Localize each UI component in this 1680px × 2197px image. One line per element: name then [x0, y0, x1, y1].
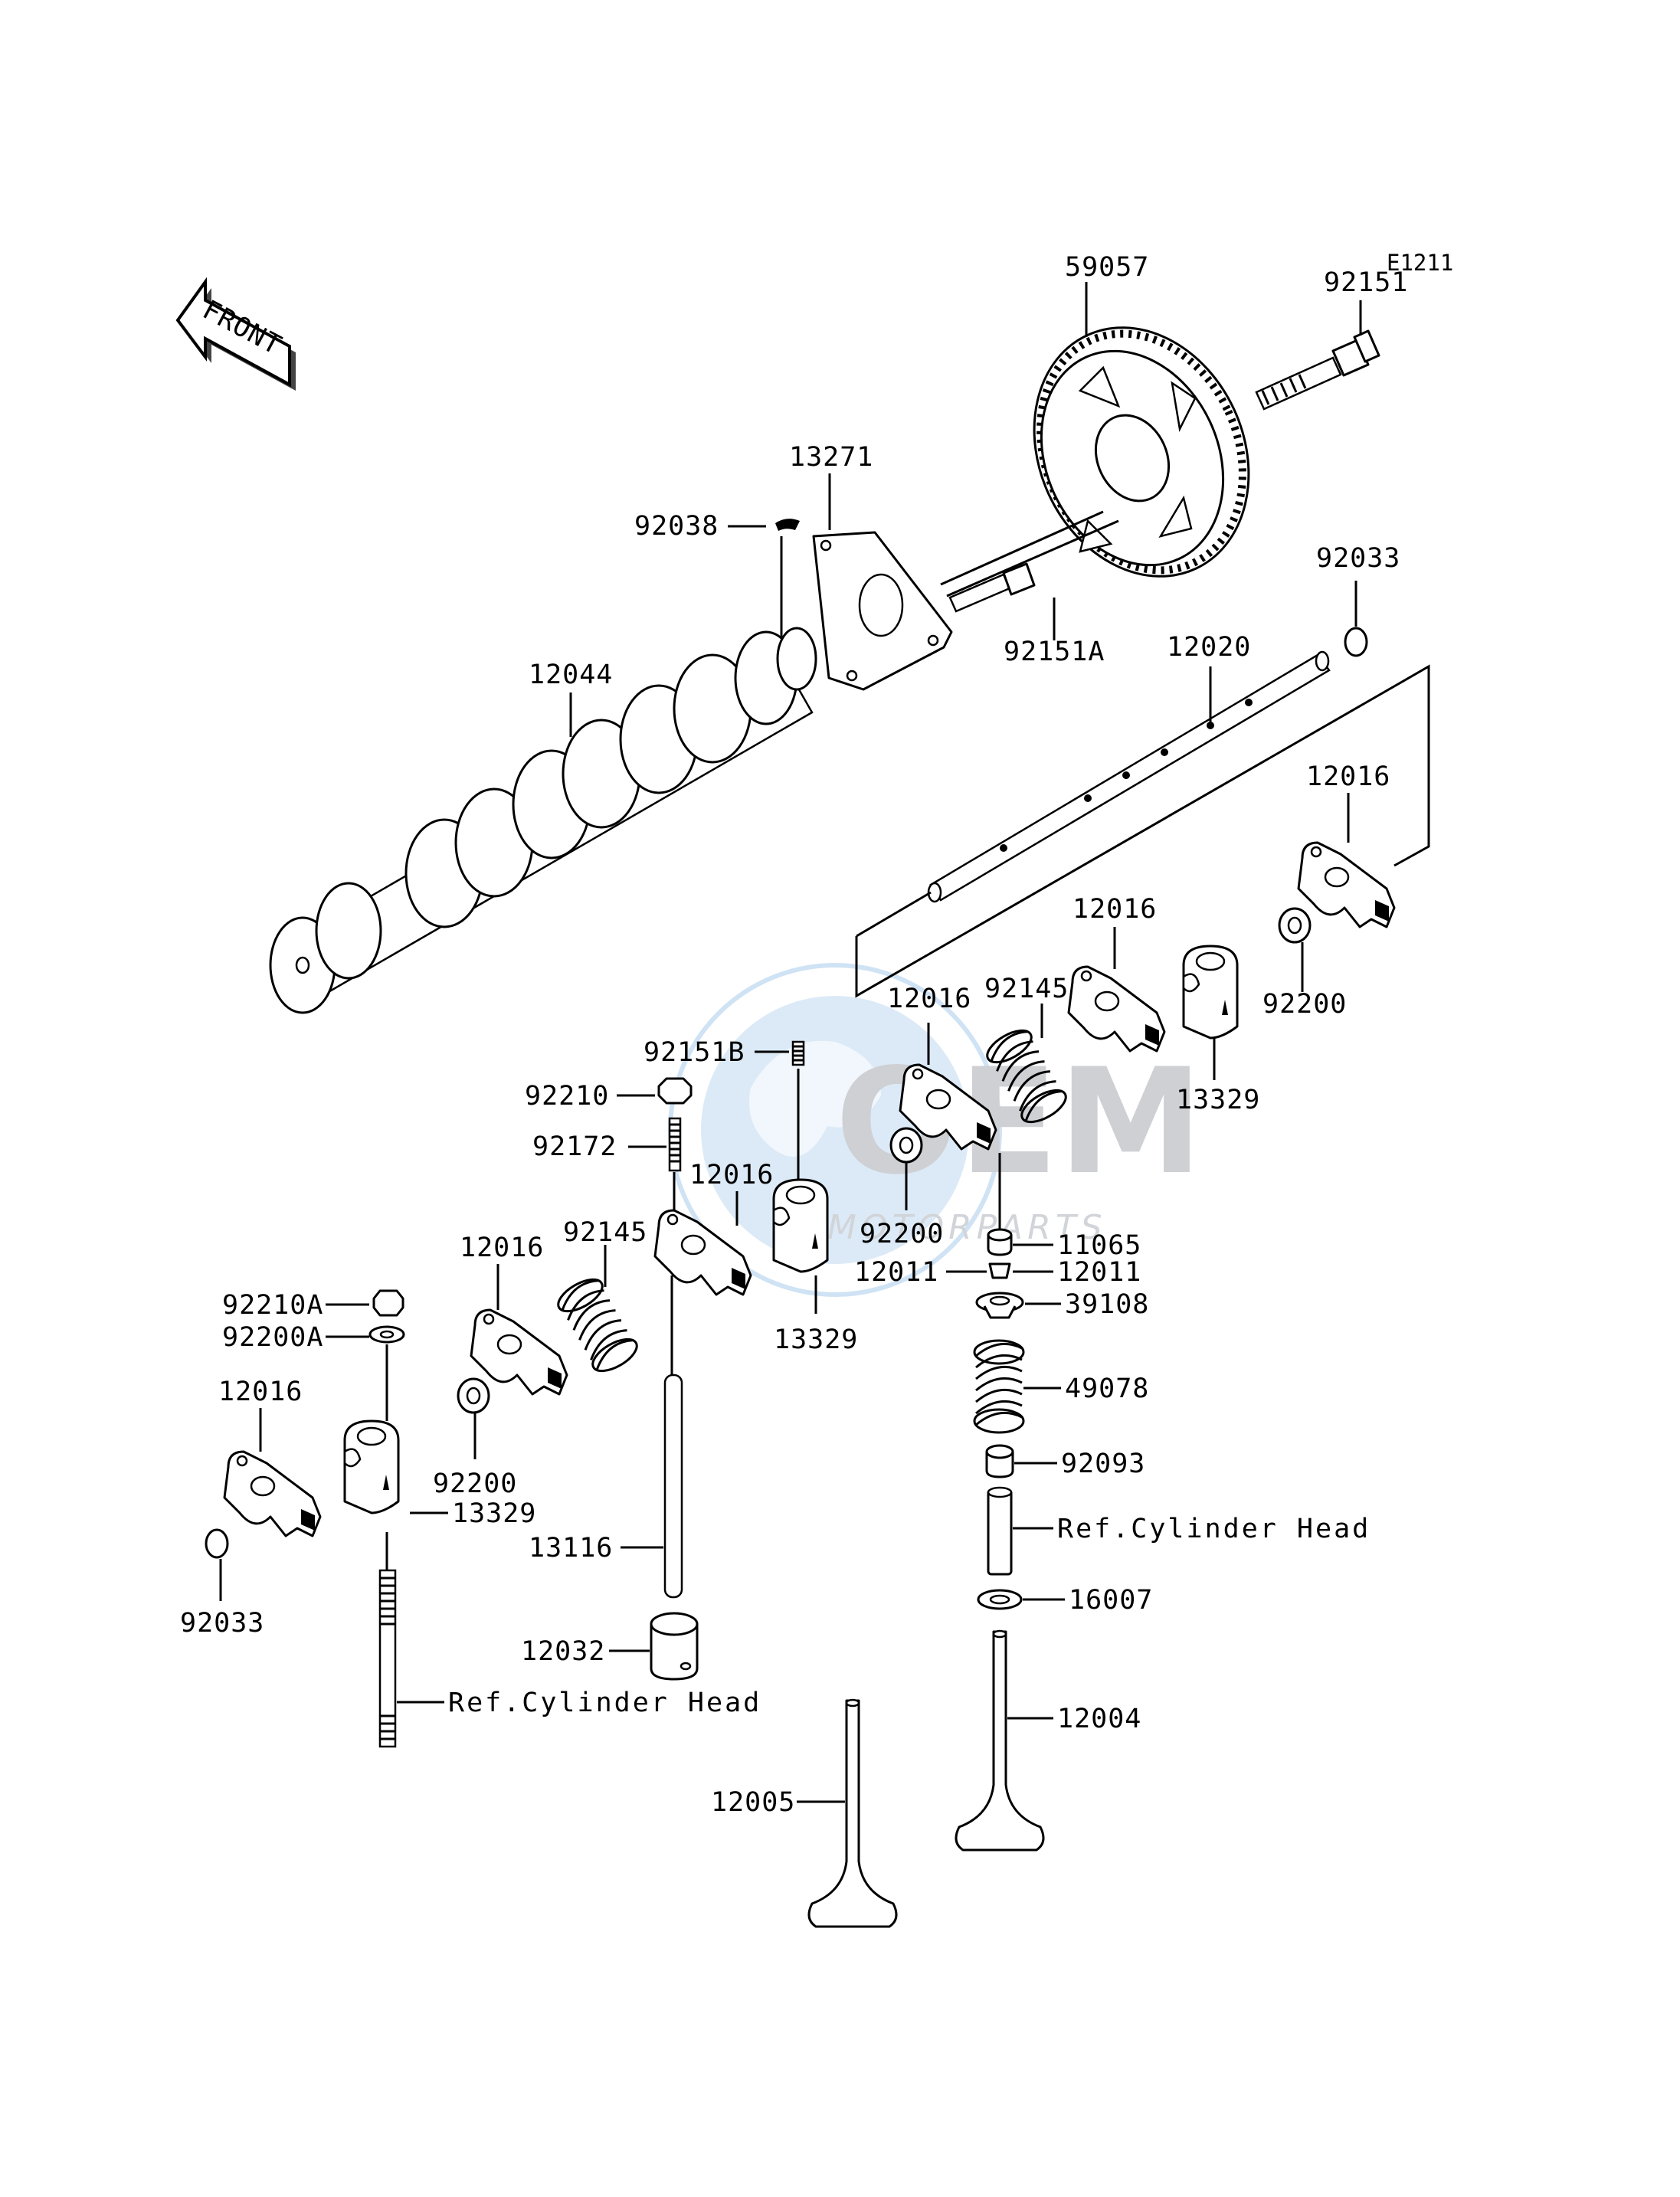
rocker-bracket-b [772, 1178, 829, 1273]
label-12016-b: 12016 [1073, 894, 1157, 925]
label-12005: 12005 [711, 1787, 795, 1818]
label-92145-a: 92145 [984, 974, 1069, 1004]
label-92038: 92038 [634, 511, 719, 542]
label-92145-b: 92145 [563, 1217, 647, 1248]
front-direction-arrow-icon: FRONT [175, 277, 296, 391]
label-49078: 49078 [1065, 1374, 1149, 1404]
valve-cap [987, 1228, 1013, 1256]
rocker-spring-b [552, 1272, 644, 1379]
watermark-main: OEM [835, 1037, 1203, 1207]
snap-ring-bottom [205, 1528, 229, 1559]
valve-collet [988, 1262, 1011, 1279]
adjust-bolt [668, 1117, 682, 1172]
label-12016-c: 12016 [887, 984, 971, 1014]
label-13271: 13271 [789, 442, 873, 473]
label-92200A: 92200A [222, 1322, 323, 1353]
snap-ring-top [1344, 627, 1368, 657]
label-12011-left: 12011 [854, 1257, 938, 1288]
oem-motorparts-watermark: OEM MOTORPARTS [668, 963, 1203, 1297]
exhaust-valve [807, 1698, 898, 1928]
woodruff-key [775, 519, 800, 531]
label-13329-a: 13329 [1176, 1085, 1260, 1115]
valve-seal [977, 1589, 1023, 1610]
label-13329-b: 13329 [774, 1324, 858, 1355]
spring-retainer [975, 1292, 1024, 1319]
label-92172: 92172 [532, 1131, 617, 1162]
adjust-screw [791, 1040, 805, 1066]
label-13116: 13116 [529, 1533, 613, 1563]
label-12032: 12032 [521, 1636, 605, 1667]
label-12016-a: 12016 [1306, 761, 1390, 792]
rocker-arm-e [470, 1308, 568, 1396]
plate-bolt [948, 562, 1036, 613]
label-92210A: 92210A [222, 1290, 323, 1321]
rocker-bracket-c [343, 1419, 400, 1514]
intake-valve [955, 1629, 1045, 1852]
push-rod [663, 1374, 683, 1599]
label-92033-top: 92033 [1316, 543, 1400, 574]
spring-seat [985, 1444, 1014, 1478]
rocker-stud [378, 1569, 397, 1748]
rocker-shaft [927, 650, 1331, 903]
ref-cylinder-head-left: Ref.Cylinder Head [448, 1688, 761, 1718]
ref-cylinder-head-right: Ref.Cylinder Head [1057, 1514, 1371, 1544]
label-59057: 59057 [1065, 252, 1149, 283]
lock-nut [657, 1077, 693, 1105]
camshaft [269, 627, 817, 1014]
label-92200-c: 92200 [433, 1468, 517, 1499]
label-12016-e: 12016 [460, 1233, 544, 1263]
label-12020: 12020 [1167, 632, 1251, 663]
label-92210: 92210 [525, 1081, 609, 1112]
label-12004: 12004 [1057, 1704, 1141, 1734]
label-92151A: 92151A [1004, 637, 1105, 667]
rocker-arm-a [1297, 841, 1396, 928]
watermark-sub: MOTORPARTS [827, 1208, 1107, 1247]
label-92151B: 92151B [644, 1037, 745, 1068]
valve-spring [973, 1339, 1025, 1434]
gear-bolt [1255, 329, 1380, 411]
label-12016-f: 12016 [218, 1377, 303, 1407]
label-16007: 16007 [1069, 1585, 1153, 1616]
label-12044: 12044 [529, 660, 613, 690]
label-92033-bottom: 92033 [180, 1608, 264, 1639]
tappet [650, 1612, 699, 1681]
rocker-arm-f [223, 1450, 322, 1537]
cam-gear [1033, 326, 1250, 578]
label-11065: 11065 [1057, 1230, 1141, 1261]
label-92200-b: 92200 [860, 1219, 944, 1249]
label-92200-a: 92200 [1262, 989, 1347, 1020]
label-92151: 92151 [1324, 267, 1408, 298]
label-12016-d: 12016 [689, 1160, 774, 1190]
bracket-nut [372, 1289, 404, 1317]
label-12011-right: 12011 [1057, 1257, 1141, 1288]
diagram-code: E1211 [1387, 250, 1453, 276]
label-13329-c: 13329 [452, 1498, 536, 1529]
label-39108: 39108 [1065, 1289, 1149, 1320]
label-92093: 92093 [1061, 1449, 1145, 1479]
valve-guide [987, 1486, 1013, 1576]
camshaft-retainer-plate [812, 531, 953, 691]
rocker-bracket-a [1182, 945, 1239, 1040]
